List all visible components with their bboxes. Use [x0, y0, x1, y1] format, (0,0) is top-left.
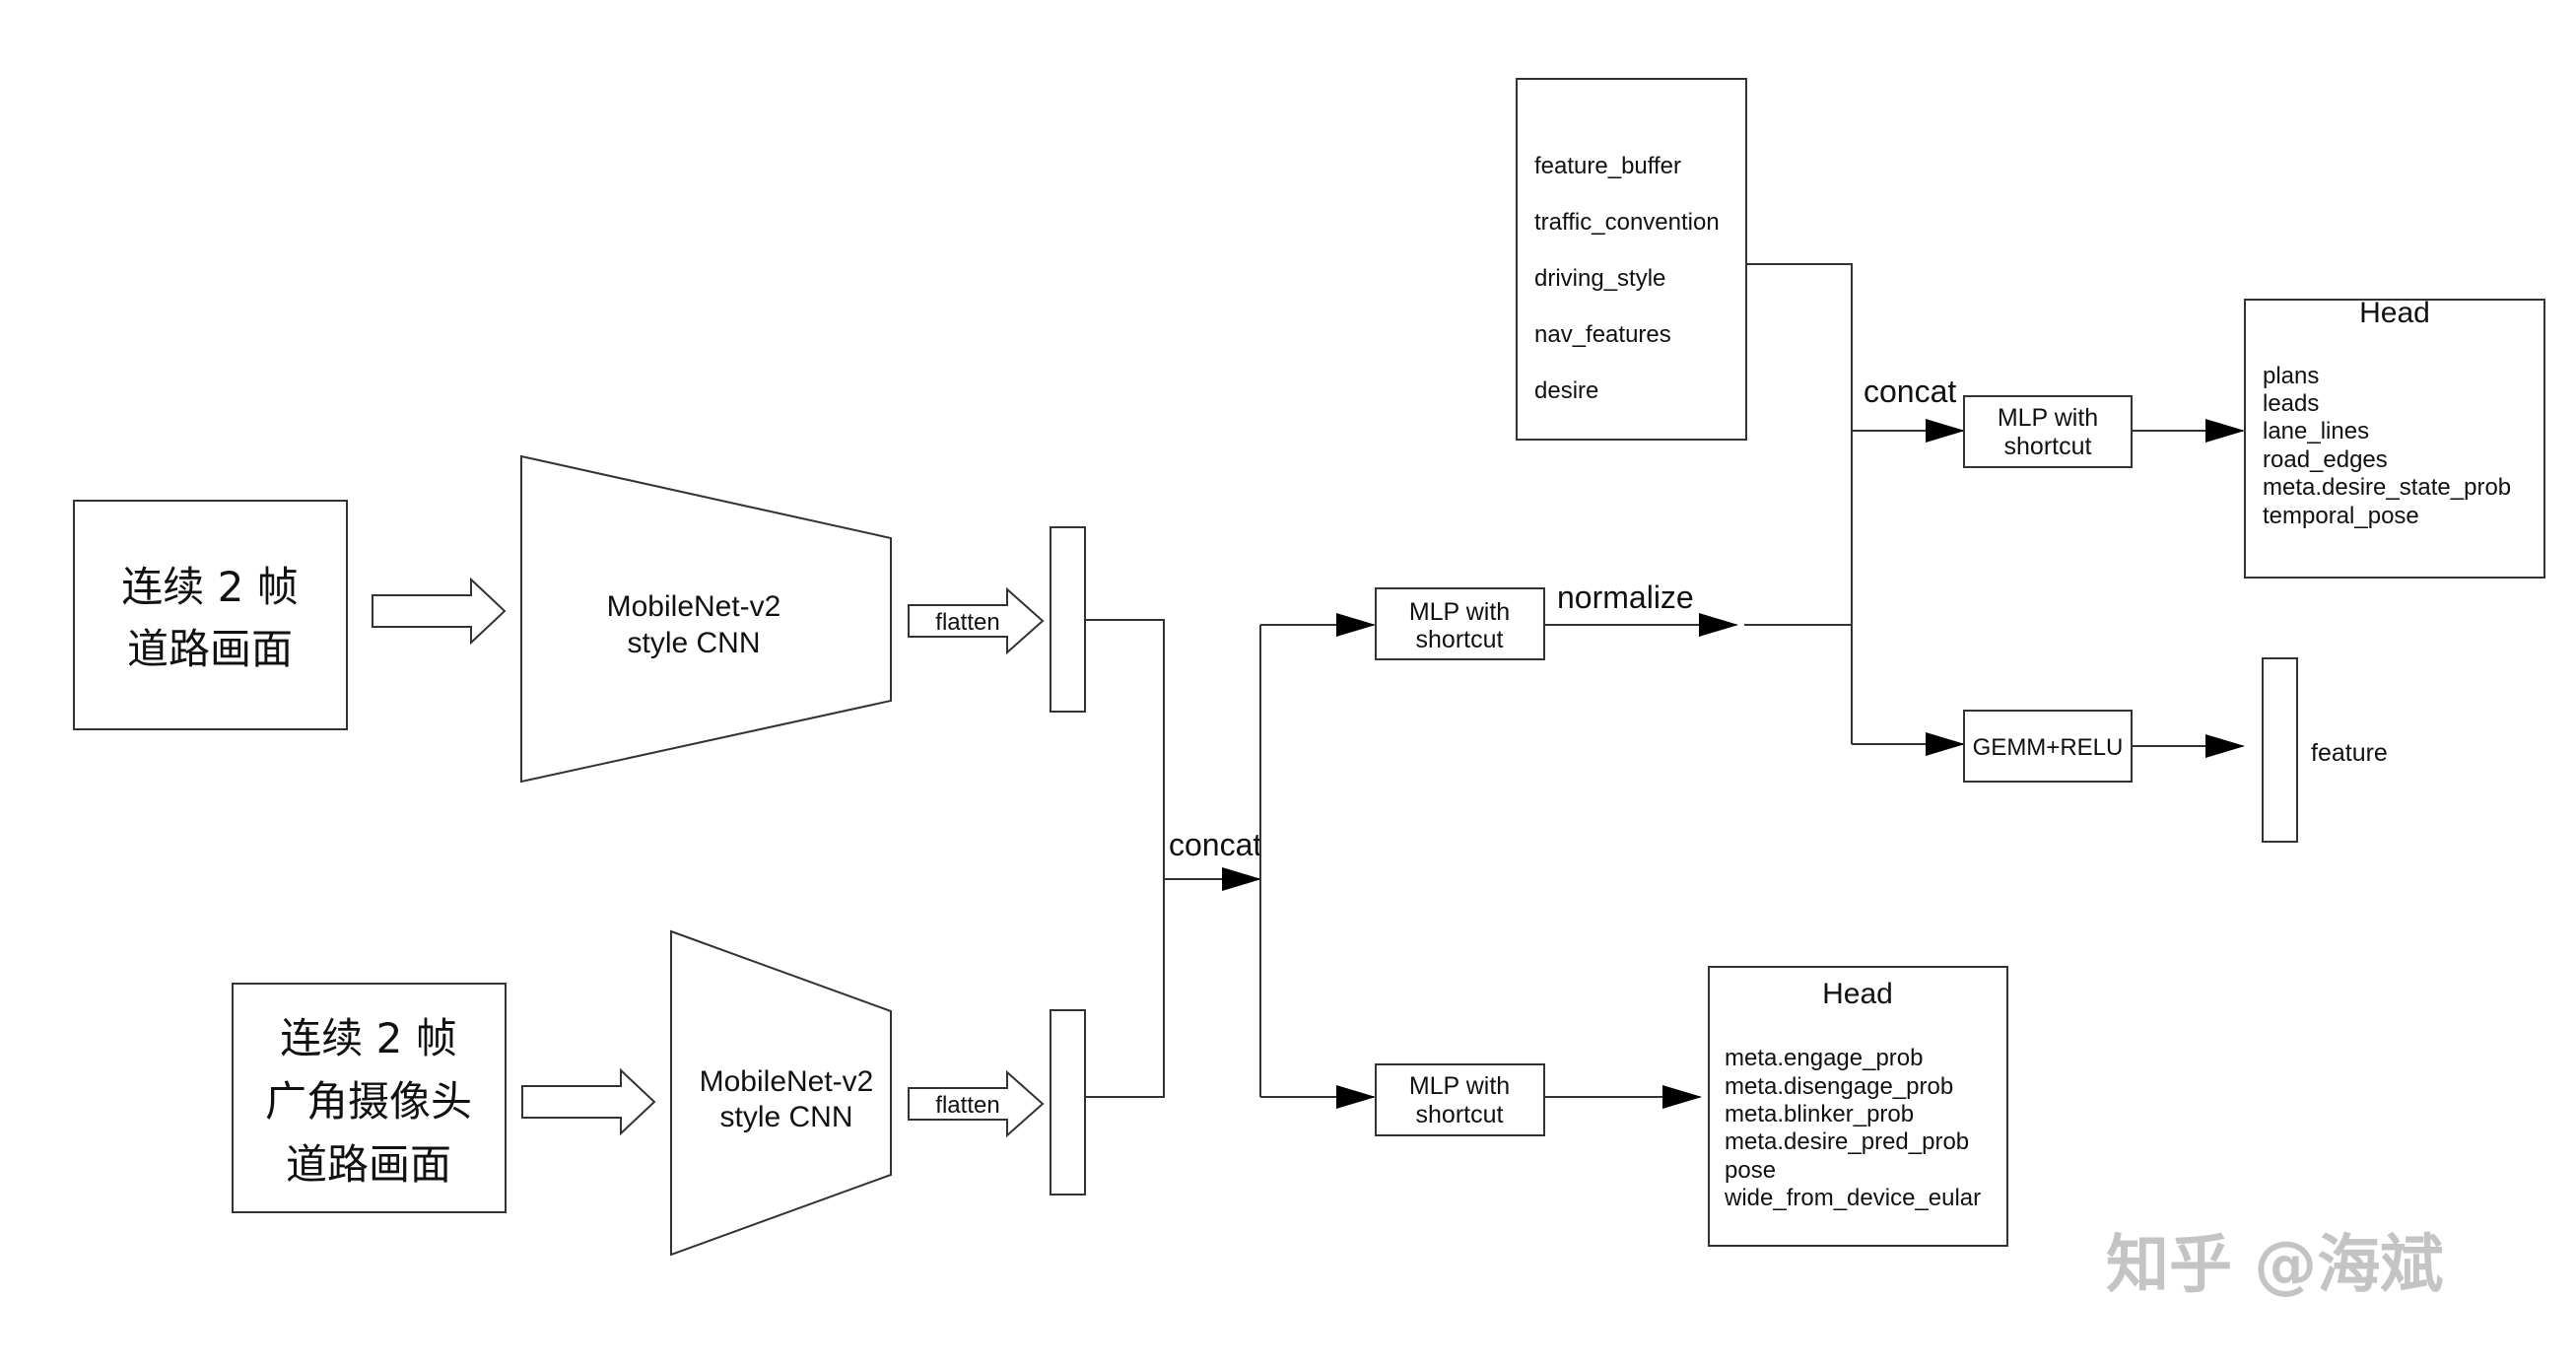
gemm-relu-label: GEMM+RELU — [1973, 734, 2124, 761]
mlp-lower-line1: MLP with — [1409, 1072, 1510, 1100]
head-bottom-item-2: meta.blinker_prob — [1725, 1101, 1914, 1127]
head-bottom-item-0: meta.engage_prob — [1725, 1045, 1924, 1071]
extra-input-4: desire — [1534, 377, 1598, 404]
wide-frames-input: 连续 2 帧 广角摄像头 道路画面 — [232, 983, 507, 1213]
mlp-middle-line1: MLP with — [1409, 598, 1510, 626]
gemm-relu-box: GEMM+RELU — [1963, 710, 2133, 783]
mlp-box-middle: MLP with shortcut — [1375, 587, 1545, 660]
hollow-arrow-wide — [521, 1067, 656, 1136]
concat2-join-lines — [1744, 263, 1853, 744]
flatten-label-bottom: flatten — [935, 1092, 999, 1119]
road-frames-input: 连续 2 帧 道路画面 — [73, 500, 348, 730]
head-bottom-item-3: meta.desire_pred_prob — [1725, 1128, 1969, 1155]
flat-vector-bottom — [1050, 1009, 1086, 1195]
head-bottom: Head meta.engage_prob meta.disengage_pro… — [1708, 966, 2008, 1247]
extra-input-0: feature_buffer — [1534, 153, 1681, 179]
cnn-bottom-line1: MobileNet-v2 — [700, 1065, 874, 1098]
mlp-box-lower: MLP with shortcut — [1375, 1063, 1545, 1136]
head-bottom-item-5: wide_from_device_eular — [1724, 1185, 1981, 1211]
extra-input-2: driving_style — [1534, 265, 1665, 292]
normalize-label: normalize — [1557, 580, 1694, 615]
flatten-label-top: flatten — [935, 609, 999, 636]
feature-vector: feature — [2262, 657, 2388, 843]
head-top-item-3: road_edges — [2263, 446, 2388, 473]
head-top-item-1: leads — [2263, 390, 2319, 417]
hollow-arrow-road — [372, 577, 507, 646]
flatten-arrow-bottom: flatten — [908, 1069, 1045, 1138]
road-input-line2: 道路画面 — [127, 625, 293, 673]
head-bottom-item-4: pose — [1725, 1157, 1776, 1184]
feature-label: feature — [2311, 739, 2388, 767]
head-bottom-title: Head — [1822, 978, 1893, 1010]
extra-input-3: nav_features — [1534, 321, 1671, 348]
cnn-bottom-line2: style CNN — [719, 1101, 852, 1133]
cnn-top: MobileNet-v2 style CNN — [520, 454, 892, 784]
wide-input-line3: 道路画面 — [286, 1140, 451, 1189]
extra-inputs-box: feature_buffer traffic_convention drivin… — [1516, 78, 1747, 441]
flat-vector-top — [1050, 526, 1086, 713]
mlp-box-top: MLP with shortcut — [1963, 395, 2133, 468]
cnn-top-line1: MobileNet-v2 — [607, 590, 781, 623]
cnn-bottom: MobileNet-v2 style CNN — [670, 929, 892, 1257]
watermark: 知乎 @海斌 — [2106, 1229, 2443, 1302]
mlp-lower-line2: shortcut — [1416, 1101, 1504, 1128]
extra-input-1: traffic_convention — [1534, 209, 1720, 236]
head-bottom-item-1: meta.disengage_prob — [1725, 1073, 1953, 1100]
head-top-item-0: plans — [2263, 363, 2319, 389]
mlp-middle-line2: shortcut — [1416, 626, 1504, 653]
wide-input-line1: 连续 2 帧 — [280, 1014, 456, 1062]
flatten-arrow-top: flatten — [908, 586, 1045, 655]
head-top-item-4: meta.desire_state_prob — [2263, 474, 2511, 501]
wide-input-line2: 广角摄像头 — [265, 1077, 472, 1126]
mlp-top-line1: MLP with — [1998, 404, 2098, 432]
cnn-top-line2: style CNN — [627, 627, 760, 659]
head-top: Head plans leads lane_lines road_edges m… — [2244, 297, 2545, 579]
concat-label-2: concat — [1864, 374, 1956, 409]
head-top-item-2: lane_lines — [2263, 418, 2369, 444]
head-top-title: Head — [2359, 297, 2430, 329]
head-top-item-5: temporal_pose — [2263, 503, 2419, 529]
concat-join-lines — [1085, 619, 1165, 1098]
concat-label-1: concat — [1169, 827, 1261, 862]
mlp-top-line2: shortcut — [2004, 433, 2092, 460]
road-input-line1: 连续 2 帧 — [121, 563, 298, 611]
